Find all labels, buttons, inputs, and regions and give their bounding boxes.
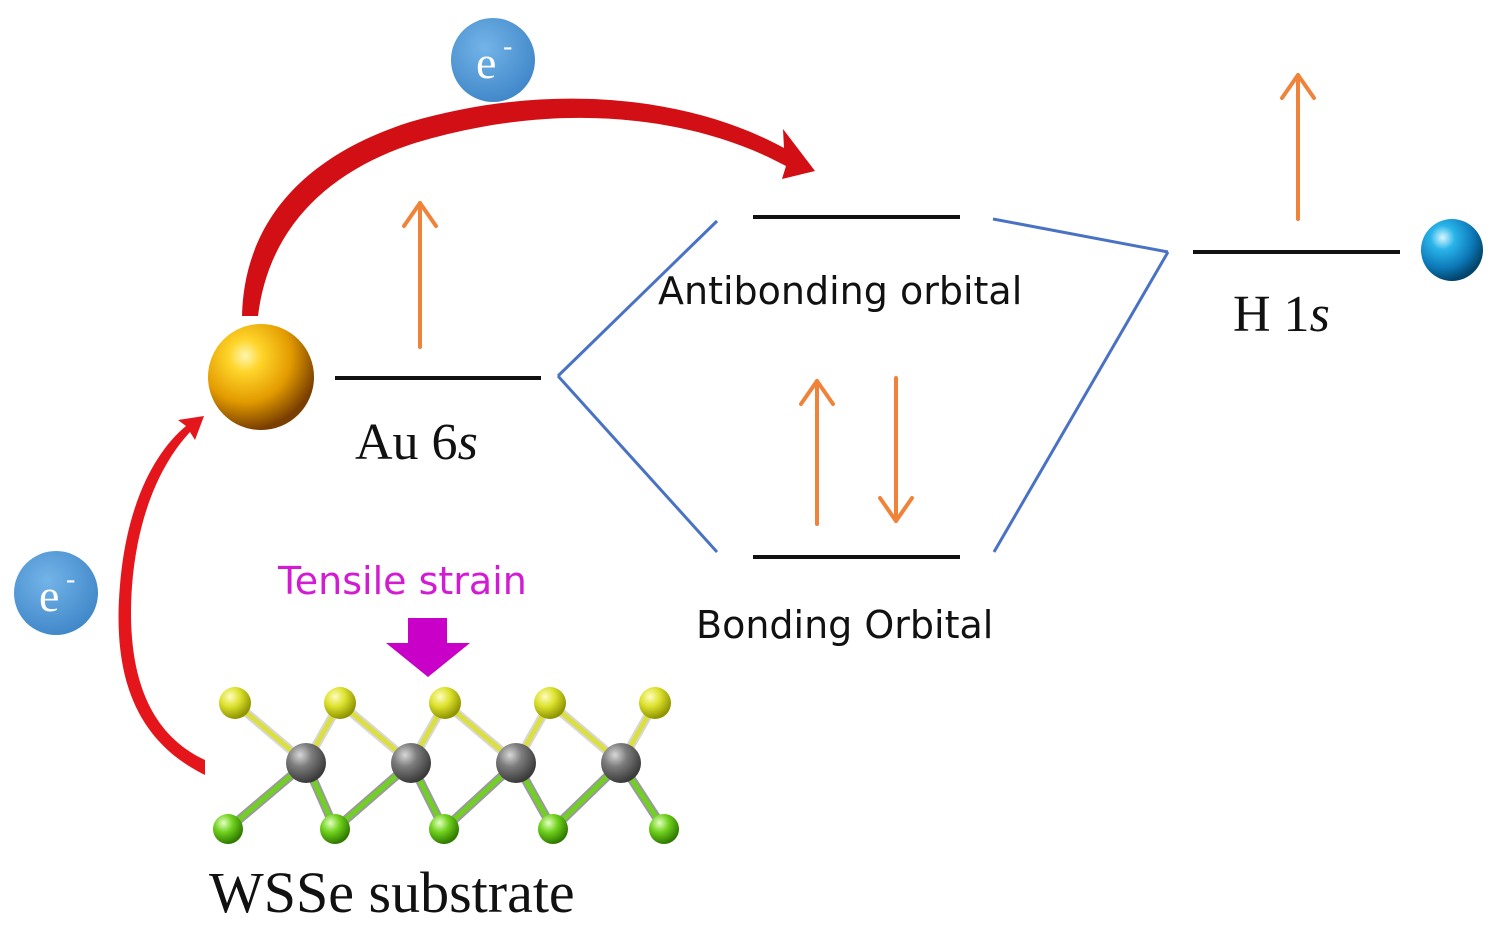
au-to-bonding-correlation (556, 374, 719, 554)
electron-badge-top: e - (451, 18, 535, 102)
se-atom (534, 687, 566, 719)
s-atom (538, 814, 568, 844)
au-atom-icon (208, 324, 314, 430)
electron-badge-icon (451, 18, 535, 102)
wsse-substrate-label: WSSe substrate (209, 860, 575, 925)
electron-badge-icon (14, 551, 98, 635)
s-atom (213, 814, 243, 844)
orbital-correlation-lines (556, 217, 1170, 554)
s-atom (320, 814, 350, 844)
au-6s-label-prefix: Au 6 (355, 414, 458, 471)
h-atom-icon (1421, 219, 1483, 281)
electron-charge-top: - (503, 31, 512, 62)
w-atom (496, 743, 536, 783)
au-spin-up-arrow (402, 201, 438, 349)
electron-badge-left: e - (14, 551, 98, 635)
se-atoms-top-layer (219, 687, 671, 719)
se-atom (429, 687, 461, 719)
h-1s-label-prefix: H 1 (1233, 286, 1310, 343)
tensile-strain-down-arrow-icon (386, 618, 470, 677)
h-to-antibonding-correlation (992, 217, 1169, 254)
w-atoms-middle-layer (286, 743, 641, 783)
electron-label-top: e (476, 37, 496, 88)
w-atom (286, 743, 326, 783)
au-to-antibonding-correlation (556, 219, 719, 378)
h-1s-label: H 1s (1233, 286, 1330, 343)
au-6s-label-orbital: s (458, 414, 478, 471)
h-to-bonding-correlation (992, 251, 1170, 553)
au-6s-label: Au 6s (355, 414, 478, 471)
s-atoms-bottom-layer (213, 814, 679, 844)
antibonding-orbital-label: Antibonding orbital (658, 269, 1022, 313)
bonding-spin-down-arrow (878, 376, 914, 523)
se-atom (219, 687, 251, 719)
bonding-orbital-label: Bonding Orbital (696, 603, 993, 647)
tensile-strain-label: Tensile strain (277, 559, 527, 603)
spin-arrows (402, 73, 1316, 526)
s-atom (649, 814, 679, 844)
substrate-to-au-transfer-arrow (118, 416, 205, 775)
s-atom (429, 814, 459, 844)
w-atom (601, 743, 641, 783)
wsse-substrate-structure (213, 687, 679, 844)
electron-label-left: e (39, 570, 59, 621)
se-atom (639, 687, 671, 719)
bonding-spin-up-arrow (799, 379, 835, 526)
h-spin-up-arrow (1280, 73, 1316, 221)
w-atom (391, 743, 431, 783)
electron-charge-left: - (66, 564, 75, 595)
h-1s-label-orbital: s (1310, 286, 1330, 343)
energy-levels (335, 215, 1400, 559)
au-to-antibonding-transfer-arrow (242, 98, 815, 317)
charge-transfer-arrows (118, 98, 815, 775)
se-atom (324, 687, 356, 719)
